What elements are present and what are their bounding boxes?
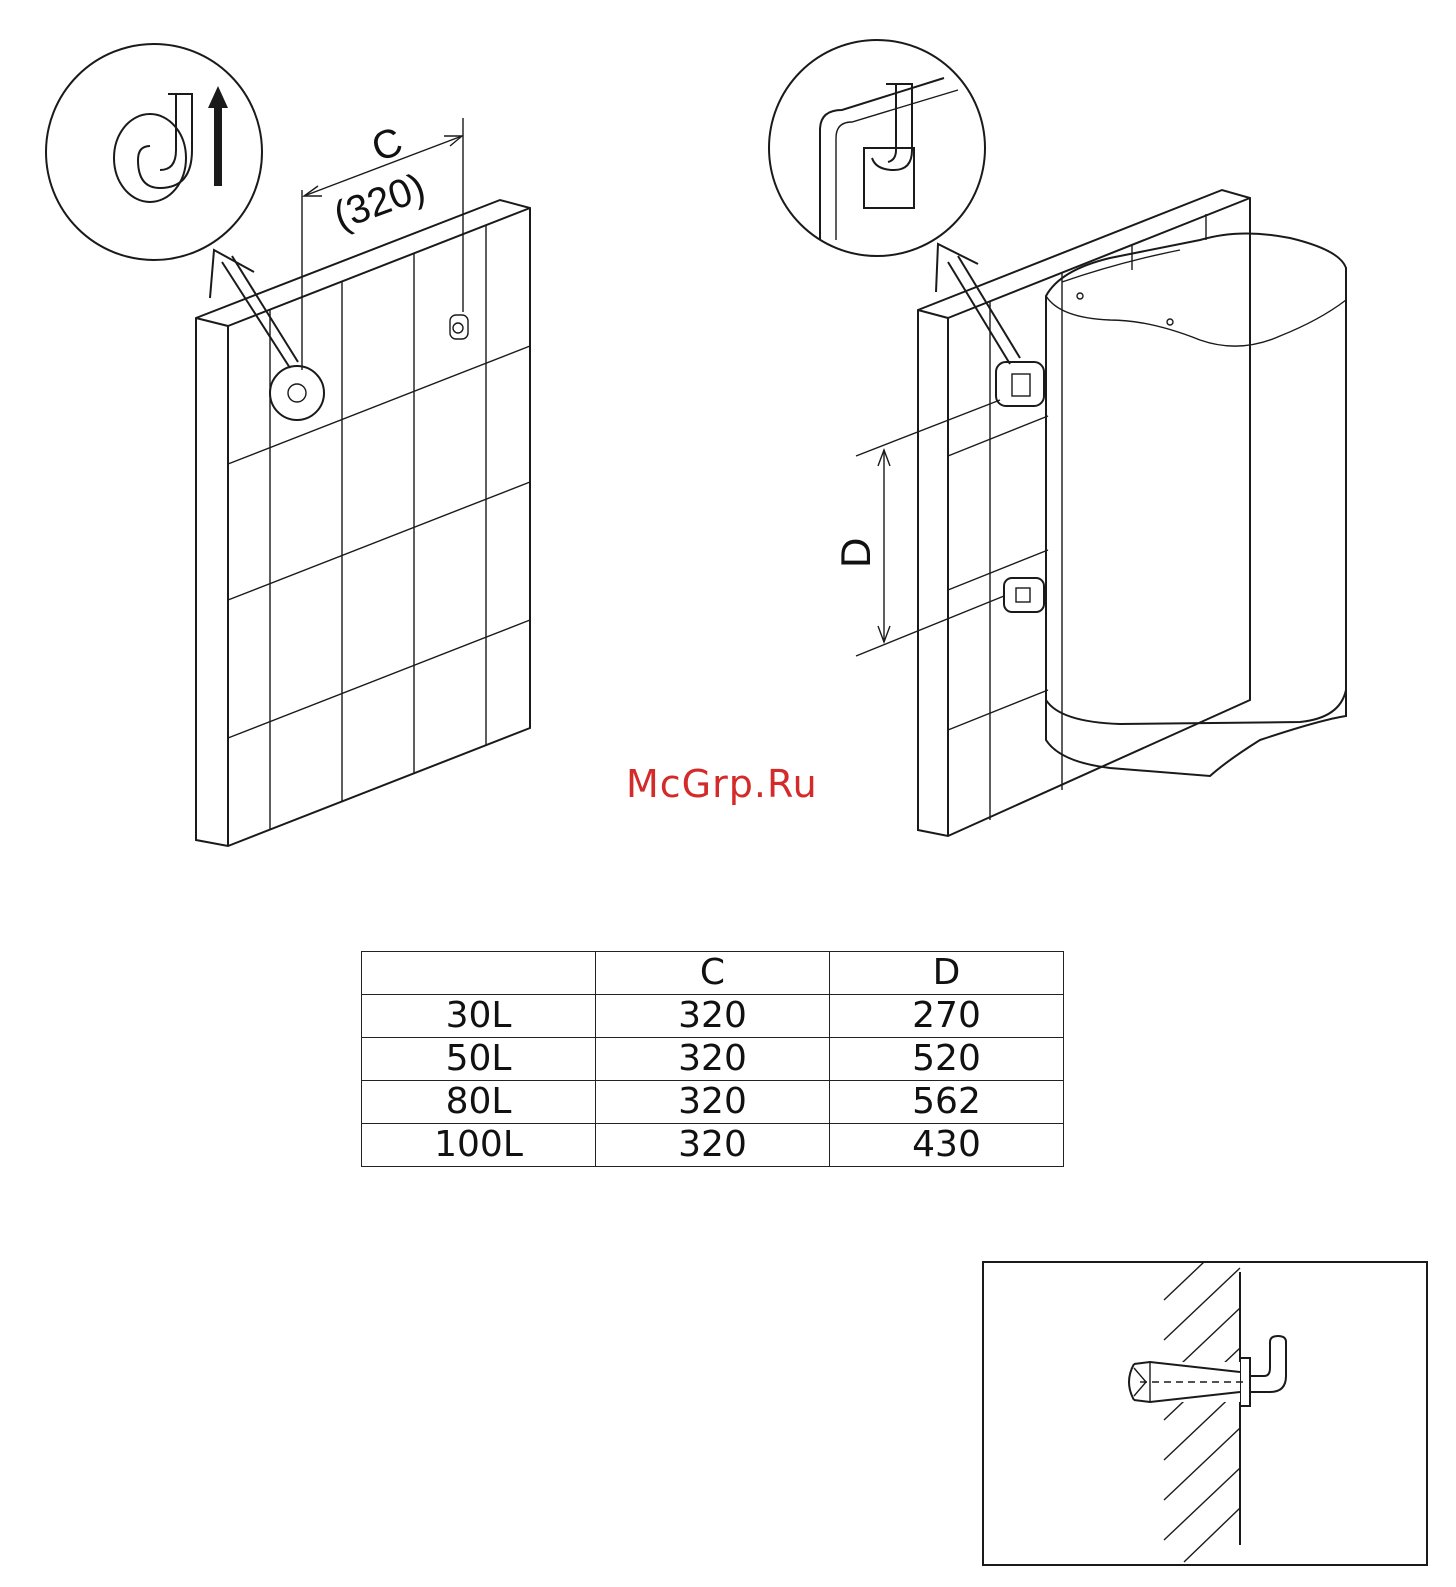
watermark: McGrp.Ru	[626, 762, 818, 806]
table-cell: 80L	[362, 1081, 596, 1124]
table-header-row: C D	[362, 952, 1064, 995]
dimension-d-label: D	[832, 538, 879, 568]
hook-detail-icon	[114, 94, 192, 202]
table-row: 50L 320 520	[362, 1038, 1064, 1081]
table-cell: 320	[596, 995, 830, 1038]
table-cell: 562	[830, 1081, 1064, 1124]
table-cell: 320	[596, 1038, 830, 1081]
table-row: 80L 320 562	[362, 1081, 1064, 1124]
table-cell: 320	[596, 1124, 830, 1167]
table-cell: 320	[596, 1081, 830, 1124]
dimension-c-label: C	[366, 119, 408, 170]
table-cell: 270	[830, 995, 1064, 1038]
table-header-cell: D	[830, 952, 1064, 995]
dimension-c-value: (320)	[328, 165, 431, 238]
table-cell: 30L	[362, 995, 596, 1038]
table-header-cell	[362, 952, 596, 995]
dimensions-table: C D 30L 320 270 50L 320 520 80L 320 562 …	[361, 951, 1064, 1167]
table-cell: 100L	[362, 1124, 596, 1167]
table-row: 100L 320 430	[362, 1124, 1064, 1167]
table-cell: 520	[830, 1038, 1064, 1081]
anchor-detail-figure	[983, 1262, 1427, 1565]
table-cell: 430	[830, 1124, 1064, 1167]
table-row: 30L 320 270	[362, 995, 1064, 1038]
right-heater-figure: D	[769, 40, 1346, 836]
table-cell: 50L	[362, 1038, 596, 1081]
up-arrow-icon	[208, 86, 228, 186]
hanging-hook-detail-icon	[820, 78, 958, 240]
table-header-cell: C	[596, 952, 830, 995]
left-wall-figure: C (320)	[46, 44, 530, 846]
